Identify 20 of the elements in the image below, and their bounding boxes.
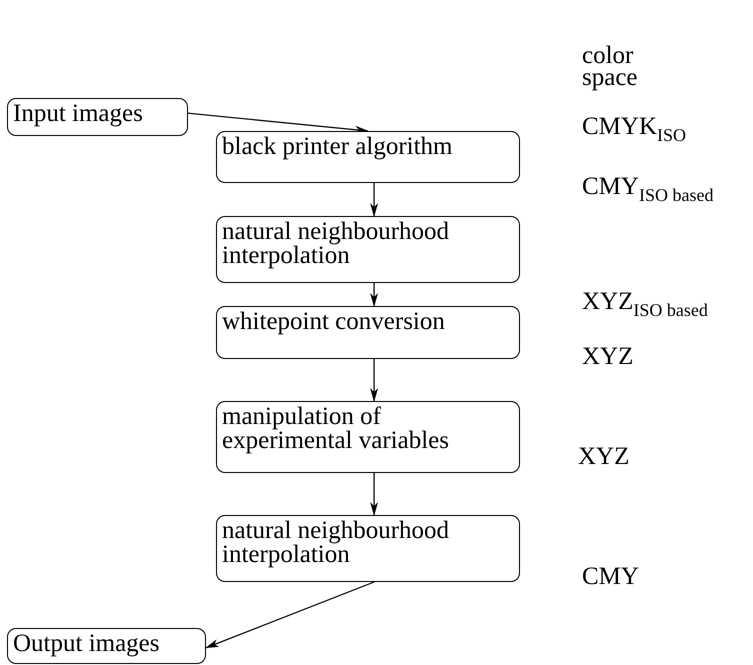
process-box: Input images [7,98,188,136]
process-box: Output images [7,628,206,664]
process-box: black printer algorithm [216,131,520,183]
process-box: natural neighbourhood interpolation [216,216,520,283]
color-space-label: XYZ$_{ISO based}$ [582,290,708,314]
color-space-label: XYZ [578,445,630,469]
color-space-label: CMY$_{ISO based}$ [582,175,714,199]
process-box: natural neighbourhood interpolation [216,515,520,582]
arrow [370,283,378,307]
arrow [370,183,378,217]
color-space-label: XYZ [582,345,634,369]
process-box: whitepoint conversion [216,306,520,359]
process-box: manipulation of experimental variables [216,401,520,473]
arrow [205,581,374,648]
arrow [370,359,378,402]
arrow [370,473,378,516]
color-space-label: CMY [582,565,639,589]
color-space-label: CMYK$_{ISO}$ [582,115,686,139]
arrow [188,112,369,134]
column-heading: color space [582,45,639,89]
